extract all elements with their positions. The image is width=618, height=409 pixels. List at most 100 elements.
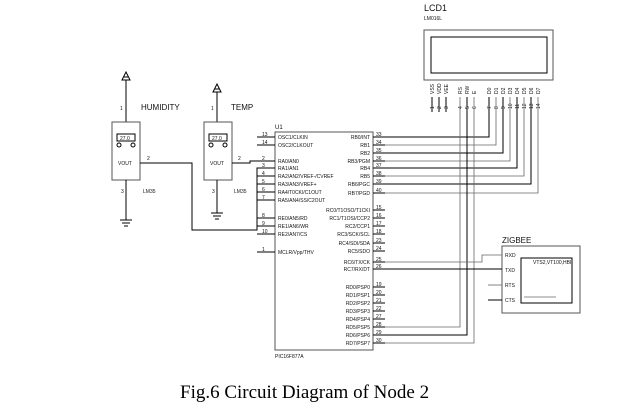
mcu-pin-name: RA0/AN0 [278, 159, 299, 165]
lcd-data-wires [385, 97, 539, 344]
zigbee-pin-cts: CTS [505, 298, 516, 304]
humidity-pin-2: 2 [147, 156, 150, 162]
humidity-ground-icon [120, 180, 132, 227]
mcu-pin-number: 18 [376, 229, 382, 235]
lcd-pin-number: 2 [437, 106, 443, 109]
mcu-pin-number: 27 [376, 314, 382, 320]
mcu-pin-number: 2 [262, 156, 265, 162]
lcd-d0-wire [385, 97, 490, 138]
zigbee-pin-rxd: RXD [505, 253, 516, 259]
mcu-pin-number: 20 [376, 290, 382, 296]
mcu-pin-number: 29 [376, 330, 382, 336]
mcu-pin-name: RC3/SCK/SCL [337, 232, 370, 238]
mcu-part: PIC16F877A [275, 354, 304, 360]
mcu-pin-number: 15 [376, 205, 382, 211]
lcd-d7-wire [385, 97, 539, 194]
lcd-pin-number: 10 [508, 103, 514, 109]
lcd-d6-wire [385, 97, 532, 185]
mcu-pin-name: MCLR/Vpp/THV [278, 250, 315, 256]
mcu-pin-name: RB3/PGM [347, 159, 370, 165]
mcu-pin-number: 28 [376, 322, 382, 328]
mcu-pin-number: 3 [262, 163, 265, 169]
temp-sensor-body [203, 121, 233, 181]
mcu-pin-name: RB6/PGC [348, 182, 370, 188]
humidity-down-button-icon [116, 142, 122, 148]
mcu-pin-name: RC7/RX/DT [344, 267, 370, 273]
mcu-pin-name: RA3/AN3/VREF+ [278, 182, 317, 188]
mcu-pin-number: 1 [262, 247, 265, 253]
lcd-pin-name: RS [458, 86, 464, 94]
mcu-pin-name: RD7/PSP7 [346, 341, 370, 347]
zigbee-body [501, 245, 581, 314]
mcu-pin-number: 4 [262, 171, 265, 177]
lcd-d4-wire [385, 97, 518, 169]
mcu-pin-number: 39 [376, 179, 382, 185]
mcu-pin-number: 38 [376, 171, 382, 177]
humidity-display [116, 133, 136, 142]
mcu-pin-number: 35 [376, 148, 382, 154]
temp-up-button-icon [222, 142, 228, 148]
mcu-pin-name: OSC1/CLKIN [278, 135, 308, 141]
lcd-pin-number: 7 [487, 106, 493, 109]
mcu-pin-number: 19 [376, 282, 382, 288]
humidity-pin-1: 1 [120, 106, 123, 112]
zigbee-inner-module [520, 257, 573, 304]
mcu-ref: U1 [275, 125, 283, 131]
lcd-pin-name: D5 [522, 87, 528, 94]
mcu-pin-number: 7 [262, 195, 265, 201]
humidity-part: LM35 [143, 189, 156, 195]
mcu-right-pins: 33RB0/INT34RB135RB236RB3/PGM37RB438RB539… [326, 132, 385, 347]
zigbee-pin-txd: TXD [505, 268, 515, 274]
mcu-pin-name: RC1/T1OSI/CCP2 [329, 216, 370, 222]
lcd-pin-name: VSS [430, 83, 436, 94]
lcd-pin-number: 3 [444, 106, 450, 109]
mcu-pin-number: 23 [376, 238, 382, 244]
mcu-pin-number: 6 [262, 187, 265, 193]
lcd-pin-name: D3 [508, 87, 514, 94]
mcu-pin-name: RC4/SDI/SDA [339, 241, 371, 247]
lcd-ref: LCD1 [424, 3, 447, 13]
lcd-ctrl-wire [385, 97, 475, 344]
mcu-pin-number: 17 [376, 221, 382, 227]
mcu-pin-name: RD1/PSP1 [346, 293, 370, 299]
lcd-pin-number: 8 [494, 106, 500, 109]
temp-vout-label: VOUT [210, 161, 224, 167]
humidity-up-button-icon [130, 142, 136, 148]
mcu-pin-name: RB2 [360, 151, 370, 157]
lcd-pin-number: 11 [515, 104, 521, 109]
mcu-pin-number: 26 [376, 264, 382, 270]
zigbee-module-text: VTS2,VT100,HBI [533, 260, 571, 266]
figure-caption: Fig.6 Circuit Diagram of Node 2 [180, 382, 429, 403]
lcd-pin-name: VDD [437, 83, 443, 94]
zigbee-label: ZIGBEE [502, 236, 531, 245]
mcu-pin-name: RB7/PGD [348, 191, 370, 197]
lcd-pin-name: E [472, 90, 478, 94]
mcu-pin-name: RB0/INT [351, 135, 370, 141]
mcu-pin-number: 16 [376, 213, 382, 219]
temp-part: LM35 [234, 189, 247, 195]
temp-down-button-icon [208, 142, 214, 148]
lcd-pin-name: D1 [494, 87, 500, 94]
mcu-pin-number: 10 [262, 229, 268, 235]
lcd-d2-wire [385, 97, 504, 154]
lcd-pin-name: D7 [536, 87, 542, 94]
mcu-pin-name: RB4 [360, 166, 370, 172]
lcd-pin-name: D4 [515, 87, 521, 94]
lcd-pin-number: 6 [472, 106, 478, 109]
mcu-pin-name: RC5/SDO [348, 249, 370, 255]
zigbee-pin-rts: RTS [505, 283, 516, 289]
lcd-d1-wire [385, 97, 497, 146]
temp-display [208, 133, 228, 142]
humidity-sensor: 1 HUMIDITY 27.0 VOUT 2 3 LM35 [111, 70, 275, 231]
mcu-pin-name: RD2/PSP2 [346, 301, 370, 307]
mcu-pin-name: RB1 [360, 143, 370, 149]
mcu-pin-name: RA1/AN1 [278, 166, 299, 172]
humidity-display-value: 27.0 [120, 136, 130, 142]
mcu-pin-name: RA5/AN4/SS/C2OUT [278, 198, 325, 204]
mcu-pin-name: RC6/TX/CK [344, 260, 371, 266]
temp-ground-icon [211, 180, 223, 220]
mcu-pin-name: RD6/PSP6 [346, 333, 370, 339]
